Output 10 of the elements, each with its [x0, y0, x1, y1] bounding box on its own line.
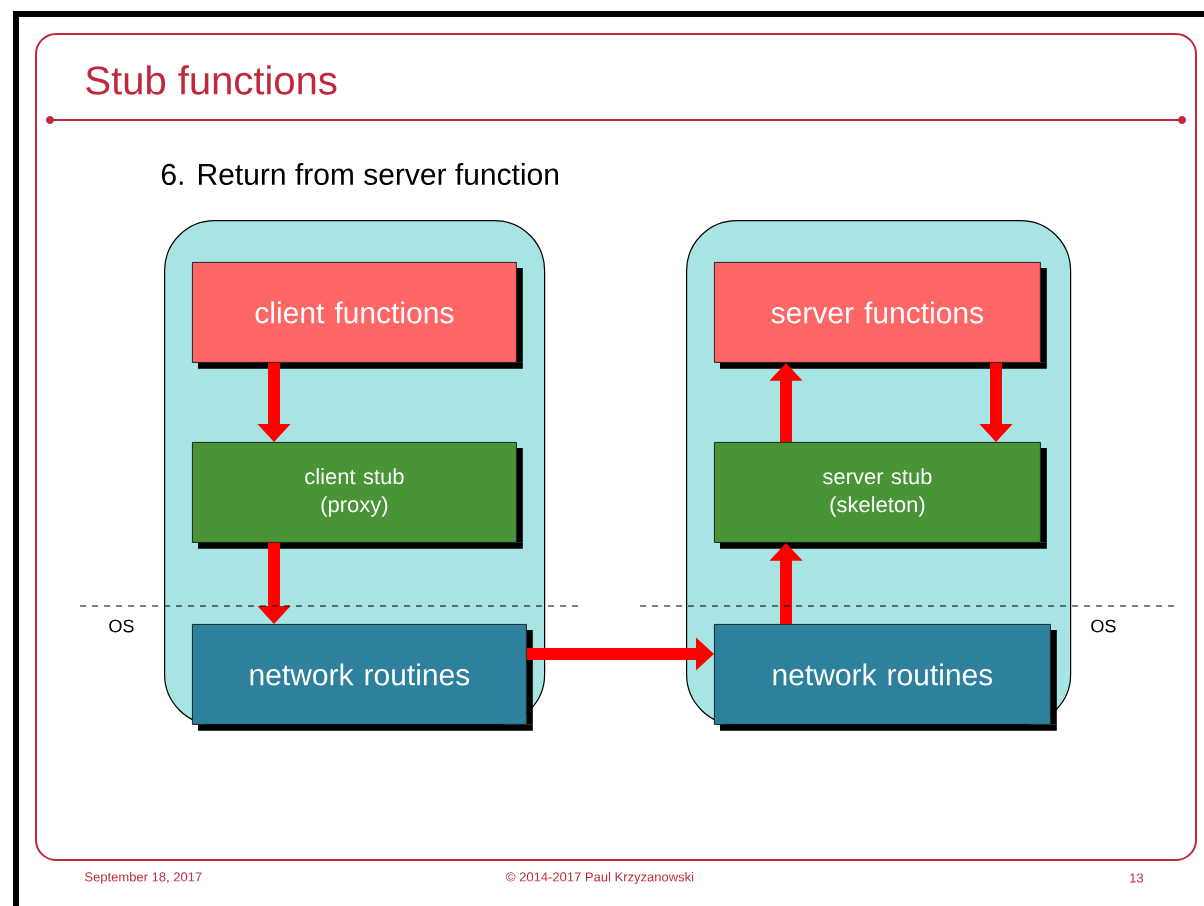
subtitle: 6. Return from server function	[161, 163, 558, 185]
process-box: client stub (proxy)	[192, 442, 523, 549]
process-box: server stub (skeleton)	[714, 442, 1047, 549]
process-box: network routines	[192, 624, 533, 731]
slide-title: Stub functions	[86, 65, 337, 95]
os-label: OS	[109, 619, 134, 633]
process-box: server functions	[714, 262, 1047, 369]
os-label: OS	[1091, 619, 1116, 633]
process-box: client functions	[192, 262, 523, 369]
process-box: network routines	[714, 624, 1057, 731]
